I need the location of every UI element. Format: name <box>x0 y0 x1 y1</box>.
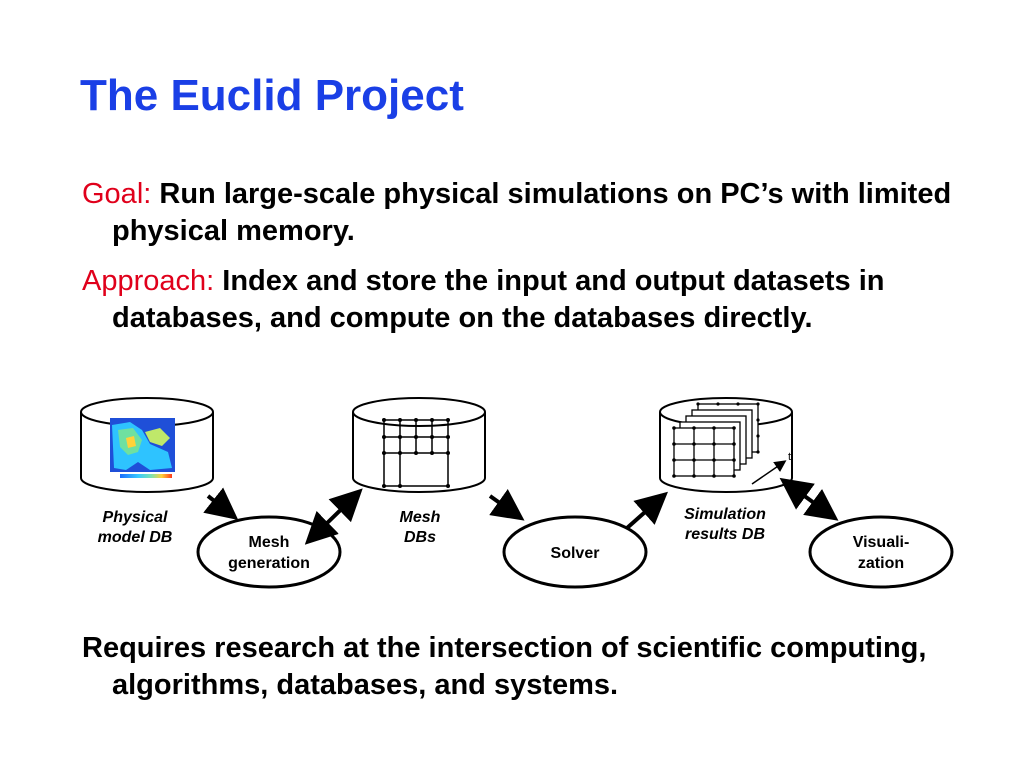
physical-model-db-label: Physical model DB <box>80 508 190 548</box>
simulation-db-label: Simulation results DB <box>664 505 786 545</box>
physical-model-db-label-line2: model DB <box>97 529 173 546</box>
stacked-mesh-icon <box>672 402 760 478</box>
solver-label: Solver <box>515 543 635 564</box>
arrow-physical-to-meshgen <box>203 487 239 520</box>
visualization-label: Visuali- zation <box>821 532 941 574</box>
mesh-generation-node <box>196 515 342 589</box>
visualization-node <box>808 515 954 589</box>
mesh-db-cylinder <box>352 397 486 493</box>
simulation-db-label-line2: results DB <box>684 526 766 543</box>
requires-paragraph: Requires research at the intersection of… <box>82 632 927 701</box>
arrow-mesh-db-to-solver <box>488 489 525 521</box>
solver-node <box>502 515 648 589</box>
approach-paragraph: Approach: Index and store the input and … <box>82 263 992 337</box>
mesh-generation-label: Mesh generation <box>209 532 329 574</box>
approach-text: Index and store the input and output dat… <box>112 265 885 334</box>
approach-label: Approach: <box>82 265 215 297</box>
mesh-db-label-line1: Mesh <box>399 509 441 526</box>
mesh-db-label-line2: DBs <box>403 529 436 546</box>
mesh-db-label: Mesh DBs <box>380 508 460 548</box>
solver-label-line1: Solver <box>550 545 600 562</box>
simulation-db-cylinder: t <box>659 397 793 493</box>
goal-label: Goal: <box>82 178 152 210</box>
time-axis-arrow <box>751 460 787 485</box>
heatmap-image <box>110 418 175 478</box>
simulation-db-label-line1: Simulation <box>684 506 766 523</box>
arrow-solver-to-sim-db <box>625 491 668 530</box>
physical-model-db-label-line1: Physical <box>102 509 168 526</box>
goal-paragraph: Goal: Run large-scale physical simulatio… <box>82 176 992 250</box>
visualization-label-line2: zation <box>857 555 905 572</box>
mesh-grid-icon <box>382 418 450 488</box>
arrow-sim-db-visualization <box>779 477 839 521</box>
time-label: t <box>788 451 791 463</box>
arrow-meshgen-mesh-db <box>304 488 363 545</box>
goal-text: Run large-scale physical simulations on … <box>112 178 952 247</box>
physical-model-db-cylinder <box>80 397 214 493</box>
slide-title: The Euclid Project <box>80 71 464 120</box>
mesh-generation-label-line2: generation <box>228 555 310 572</box>
visualization-label-line1: Visuali- <box>852 534 910 551</box>
mesh-generation-label-line1: Mesh <box>248 534 290 551</box>
